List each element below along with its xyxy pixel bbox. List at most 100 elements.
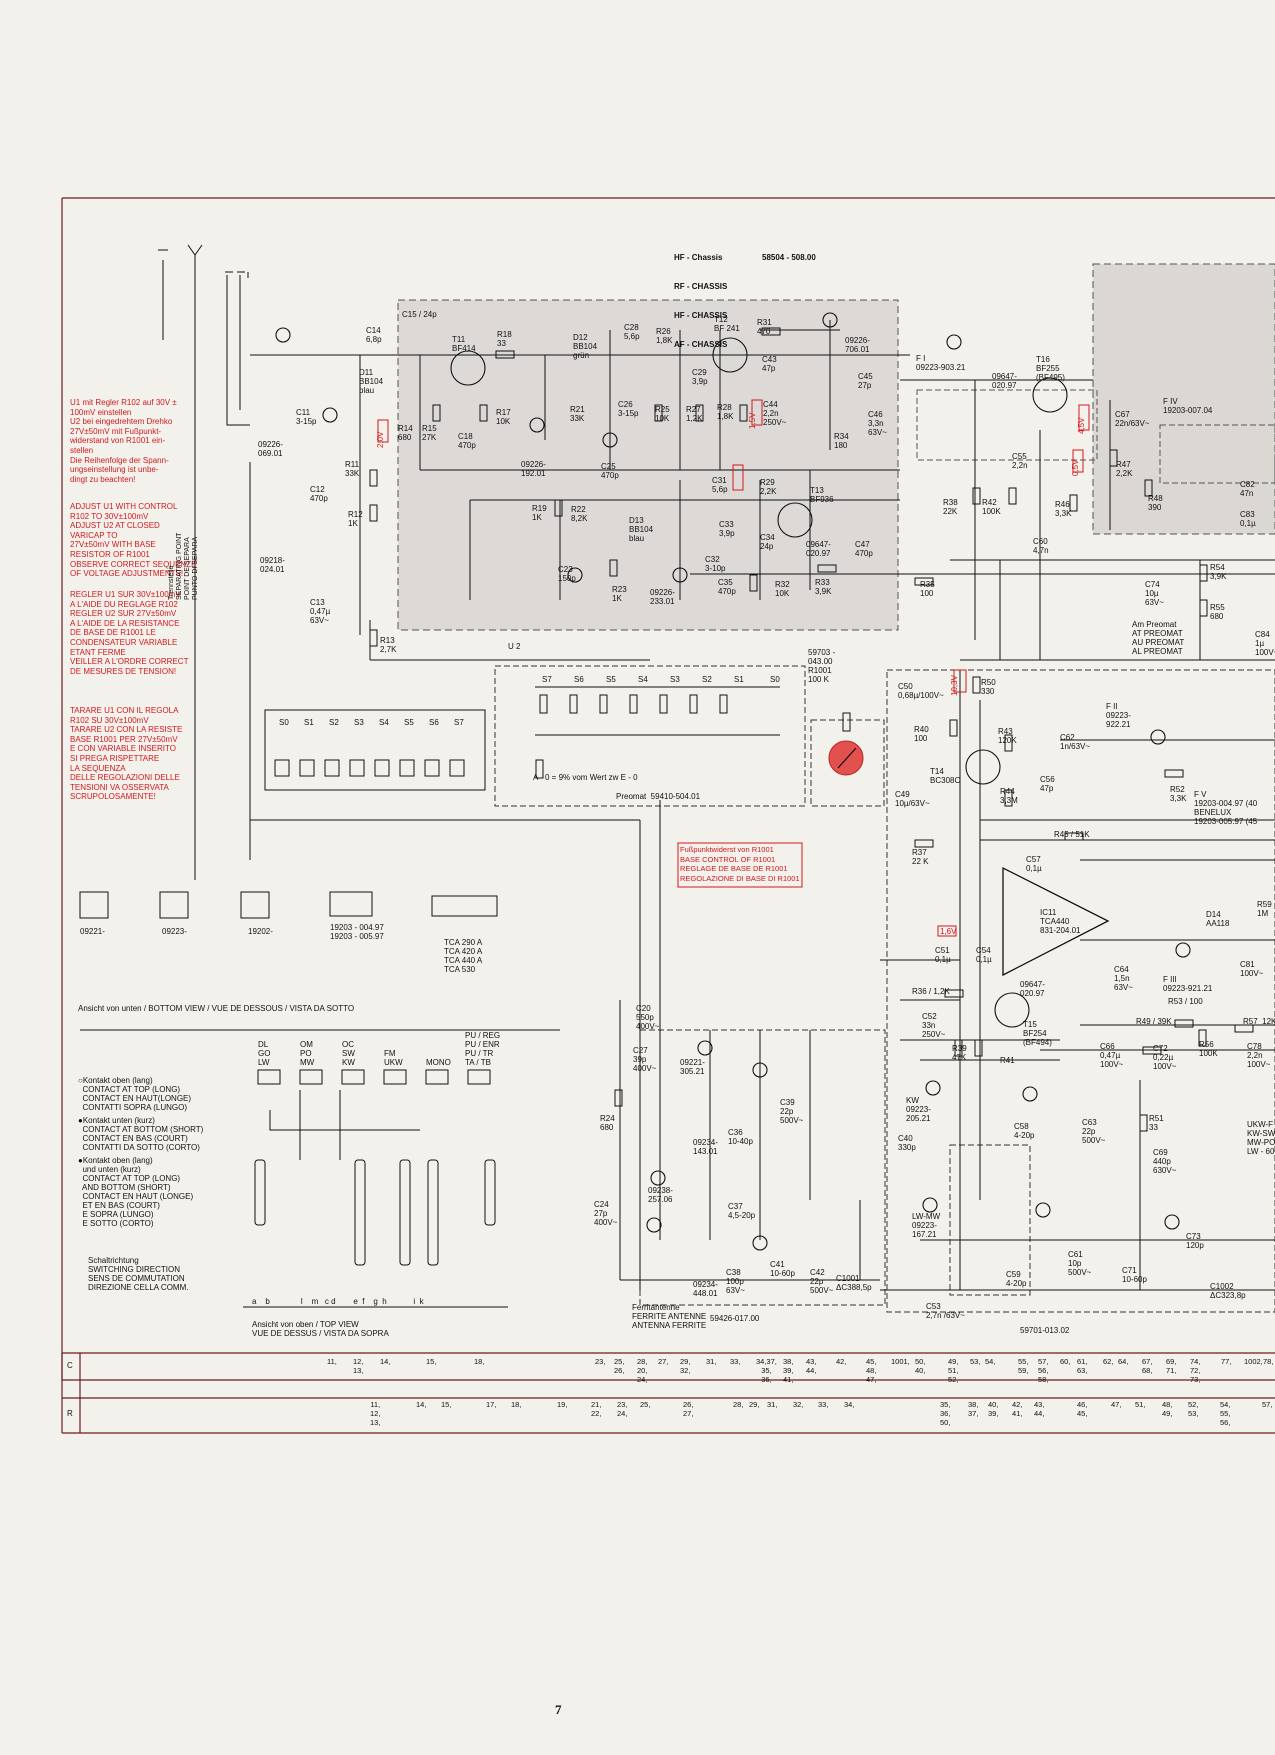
preomat-label: Preomat 59410-504.01 [616,792,701,801]
label-r56: R56 100K [1199,1040,1218,1058]
table-cell: 54, 55, 56, [1220,1400,1231,1427]
label-r13: R13 2,7K [380,636,397,654]
label-ukw-list: UKW-F KW-SW MW-PO LW - 60 [1247,1120,1275,1156]
table-cell: 15, [441,1400,452,1409]
table-cell: 43, 44, [806,1357,817,1375]
table-cell: 31, [767,1400,778,1409]
transistor-t12 [712,337,748,373]
table-cell: 78, [1263,1357,1274,1366]
label-t12: T12 BF 241 [714,315,740,333]
label-c14: C14 6,8p [366,326,382,344]
label-c69: C69 440p 630V~ [1153,1148,1177,1175]
label-c84: C84 1µ 100V~ [1255,630,1275,657]
table-cell: 33, [730,1357,741,1366]
vernier-label: S0 [279,718,289,727]
label-r43: R43 120K [998,727,1017,745]
r1001-label: 59703 - 043.00 R1001 100 K [808,648,836,684]
label-c38: C38 100p 63V~ [726,1268,745,1295]
label-c53: C53 2,7n /63V~ [926,1302,965,1320]
table-cell: 32, [793,1400,804,1409]
label-r46: R46 3,3K [1055,500,1072,518]
label-r49: R49 / 39K [1136,1017,1172,1026]
chassis-number: 58504 - 508.00 [762,253,816,262]
band-label: PU / REG PU / ENR PU / TR TA / TB [465,1031,501,1067]
label-c60: C60 4,7n [1033,537,1049,555]
table-cell: 23, 24, [617,1400,628,1418]
table-cell: 77, [1221,1357,1232,1366]
table-cell: 1002, [1244,1357,1263,1366]
label-c44: C44 2,2n 250V~ [763,400,787,427]
label-r19: R19 1K [532,504,547,522]
label-r36: R36 / 1,2K [912,987,950,996]
table-cell: 31, [706,1357,717,1366]
label-t11: T11 BF414 [452,335,476,353]
table-cell: 50, 40, [915,1357,926,1375]
table-cell: 60, [1060,1357,1071,1366]
label-r38: R38 22K [943,498,958,516]
label-r55: R55 680 [1210,603,1225,621]
label-c56: C56 47p [1040,775,1055,793]
label-coil-069: 09226- 069.01 [258,440,283,458]
label-fiii: F III 09223-921.21 [1163,975,1213,993]
label-kw: KW 09223- 205.21 [906,1096,931,1123]
preomat-module [494,665,806,807]
table-cell: 33, [818,1400,829,1409]
sheet-frame [61,197,1275,1434]
adjust-note-en: ADJUST U1 WITH CONTROL R102 TO 30V±100mV… [70,502,197,579]
label-r17: R17 10K [496,408,511,426]
label-c36: C36 10-40p [728,1128,753,1146]
label-c47: C47 470p [855,540,873,558]
u2-label: U 2 [508,642,521,651]
label-r54: R54 3,9K [1210,563,1227,581]
label-c82: C82 47n [1240,480,1255,498]
table-cell: 55, 59, [1018,1357,1029,1375]
label-c66: C66 0,47µ 100V~ [1100,1042,1124,1069]
chassis-line-hf2: HF - CHASSIS [674,310,728,320]
label-c26: C26 3-15p [618,400,639,418]
table-cell: 27, [658,1357,669,1366]
vernier-strip [264,709,486,791]
label-coil-233: 09226- 233.01 [650,588,675,606]
bottom-view-label: Ansicht von unten / BOTTOM VIEW / VUE DE… [78,1004,355,1013]
preomat-switch: S5 [606,675,616,684]
label-c15: C15 / 24p [402,310,437,319]
label-c40: C40 330p [898,1134,916,1152]
if-af-board [886,669,1275,1313]
transistor-t16 [1032,377,1068,413]
label-c11: C11 3-15p [296,408,317,426]
label-c78: C78 2,2n 100V~ [1247,1042,1271,1069]
label-c62: C62 1n/63V~ [1060,733,1091,751]
label-r57: R57 12K [1243,1017,1275,1026]
preomat-note: Am Preomat AT PREOMAT AU PREOMAT AL PREO… [1132,620,1185,656]
table-cell: 14, [416,1400,427,1409]
voltage-15v: 1,5V [748,412,757,429]
label-c71: C71 10-60p [1122,1266,1147,1284]
table-cell: 53, [970,1357,981,1366]
label-coil-020-c: 09647- 020.97 [1020,980,1045,998]
label-r35: R35 100 [920,580,935,598]
adjust-note-de: U1 mit Regler R102 auf 30V ± 100mV einst… [70,398,177,484]
table-cell: 18, [474,1357,485,1366]
label-coil-020-a: 09647- 020.97 [806,540,831,558]
ic11-symbol [1002,866,1110,977]
vernier-label: S6 [429,718,439,727]
table-cell: 45, 48, 47, [866,1357,877,1384]
preomat-switch: S2 [702,675,712,684]
table-cell: 11, 12, 13, [370,1400,381,1427]
label-board-no: 59701-013.02 [1020,1326,1070,1335]
label-d14: D14 AA118 [1206,910,1230,928]
label-r21: R21 33K [570,405,585,423]
label-r15: R15 27K [422,424,437,442]
label-c58: C58 4-20p [1014,1122,1035,1140]
label-c12: C12 470p [310,485,328,503]
table-cell: 61, 63, [1077,1357,1088,1375]
label-c59: C59 4-20p [1006,1270,1027,1288]
label-c18: C18 470p [458,432,476,450]
table-cell: 46, 45, [1077,1400,1088,1418]
band-label: OC SW KW [342,1040,355,1067]
label-t14: T14 BC308C [930,767,961,785]
label-c61: C61 10p 500V~ [1068,1250,1092,1277]
table-cell: 54, [985,1357,996,1366]
label-c83: C83 0,1µ [1240,510,1256,528]
vernier-label: S2 [329,718,339,727]
